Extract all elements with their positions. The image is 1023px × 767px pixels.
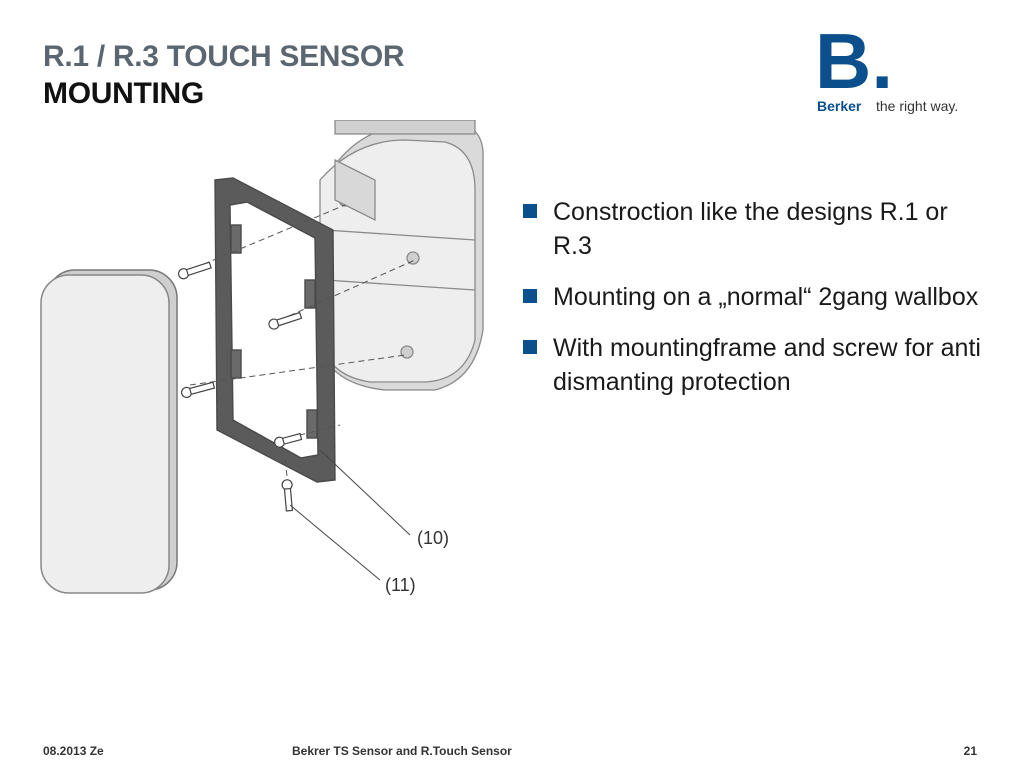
mounting-diagram: (10) (11) bbox=[40, 120, 484, 595]
berker-logo: B. Berker the right way. bbox=[815, 28, 965, 118]
mounting-frame bbox=[214, 177, 336, 483]
callout-10: (10) bbox=[417, 528, 449, 548]
title-line-2: MOUNTING bbox=[43, 77, 204, 110]
logo-brand: Berker bbox=[817, 98, 862, 114]
wallbox bbox=[319, 120, 484, 391]
bullet-square-icon bbox=[523, 340, 537, 354]
bullet-text: Constroction like the designs R.1 or R.3 bbox=[553, 198, 948, 260]
bullet-list: Constroction like the designs R.1 or R.3… bbox=[520, 195, 990, 416]
footer-title: Bekrer TS Sensor and R.Touch Sensor bbox=[292, 744, 512, 758]
bullet-text: With mountingframe and screw for anti di… bbox=[553, 334, 981, 396]
callout-leaders bbox=[289, 449, 411, 581]
bullet-square-icon bbox=[523, 289, 537, 303]
logo-tagline: the right way. bbox=[876, 98, 959, 114]
title-line-1: R.1 / R.3 TOUCH SENSOR bbox=[43, 40, 405, 73]
bullet-item: Mounting on a „normal“ 2gang wallbox bbox=[520, 280, 990, 314]
berker-b-logo-icon: B. bbox=[815, 28, 893, 92]
page-number: 21 bbox=[963, 744, 977, 758]
screws bbox=[177, 261, 303, 512]
svg-text:B.: B. bbox=[815, 28, 893, 92]
bullet-square-icon bbox=[523, 204, 537, 218]
footer-date: 08.2013 Ze bbox=[43, 744, 104, 758]
bullet-item: With mountingframe and screw for anti di… bbox=[520, 331, 990, 399]
cover-plate bbox=[40, 269, 178, 594]
callout-11: (11) bbox=[385, 575, 416, 595]
bullet-text: Mounting on a „normal“ 2gang wallbox bbox=[553, 283, 979, 311]
slide-title: R.1 / R.3 TOUCH SENSOR MOUNTING bbox=[43, 38, 405, 112]
bullet-item: Constroction like the designs R.1 or R.3 bbox=[520, 195, 990, 263]
